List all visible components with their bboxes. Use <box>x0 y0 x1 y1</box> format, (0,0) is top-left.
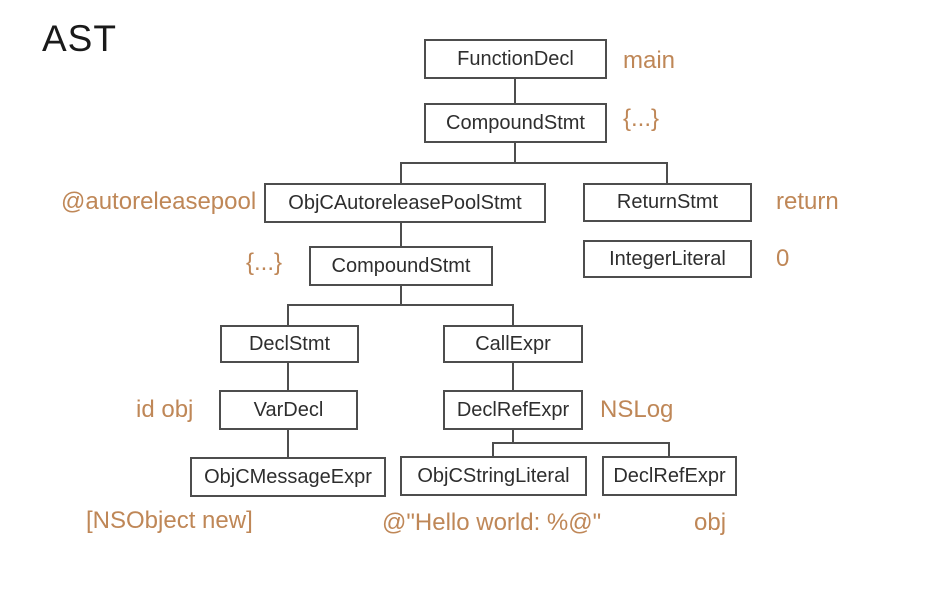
node-objcautoreleasepoolstmt-label: ObjCAutoreleasePoolStmt <box>288 191 522 214</box>
node-functiondecl: FunctionDecl <box>424 39 607 79</box>
node-returnstmt: ReturnStmt <box>583 183 752 222</box>
node-declstmt-label: DeclStmt <box>248 332 331 355</box>
annotation-id-obj: id obj <box>136 396 194 423</box>
connector-compoundstmt-stub <box>514 143 516 163</box>
annotation-autoreleasepool: @autoreleasepool <box>61 188 257 215</box>
node-declrefexpr-2: DeclRefExpr <box>602 456 737 496</box>
node-vardecl: VarDecl <box>219 390 358 430</box>
node-integerliteral: IntegerLiteral <box>583 240 752 278</box>
connector-drop-declrefexpr2 <box>668 442 670 456</box>
node-integerliteral-label: IntegerLiteral <box>609 247 726 270</box>
node-declrefexpr-2-label: DeclRefExpr <box>613 464 726 487</box>
node-functiondecl-label: FunctionDecl <box>457 47 574 70</box>
node-compoundstmt-2-label: CompoundStmt <box>331 254 471 277</box>
connector-declrefexpr-stub <box>512 430 514 443</box>
node-callexpr-label: CallExpr <box>475 332 551 355</box>
connector-compoundstmt2-stub <box>400 286 402 305</box>
connector-drop-autoreleasepool <box>400 162 402 183</box>
node-objcautoreleasepoolstmt: ObjCAutoreleasePoolStmt <box>264 183 546 223</box>
node-objcmessageexpr-label: ObjCMessageExpr <box>204 465 372 488</box>
connector-drop-declstmt <box>287 304 289 325</box>
annotation-hello-world: @"Hello world: %@" <box>382 509 602 536</box>
connector-autoreleasepool-compoundstmt2 <box>400 223 402 246</box>
node-objcmessageexpr: ObjCMessageExpr <box>190 457 386 497</box>
node-compoundstmt-1-label: CompoundStmt <box>446 111 585 134</box>
annotation-obj: obj <box>694 509 727 536</box>
node-declrefexpr-1: DeclRefExpr <box>443 390 583 430</box>
diagram-title: AST <box>42 18 117 59</box>
connector-drop-callexpr <box>512 304 514 325</box>
annotation-nslog: NSLog <box>600 396 674 423</box>
connector-branch-horizontal-2 <box>287 304 514 306</box>
connector-functiondecl-compoundstmt <box>514 79 516 103</box>
node-compoundstmt-2: CompoundStmt <box>309 246 493 286</box>
connector-declstmt-vardecl <box>287 363 289 390</box>
node-declrefexpr-1-label: DeclRefExpr <box>456 398 570 421</box>
connector-branch-horizontal-1 <box>400 162 668 164</box>
node-objcstringliteral-label: ObjCStringLiteral <box>417 464 570 487</box>
node-compoundstmt-1: CompoundStmt <box>424 103 607 143</box>
connector-callexpr-declrefexpr <box>512 363 514 390</box>
connector-drop-objcstringliteral <box>492 442 494 456</box>
connector-vardecl-objcmessageexpr <box>287 430 289 457</box>
annotation-main: main <box>623 47 676 74</box>
node-returnstmt-label: ReturnStmt <box>616 191 719 213</box>
connector-drop-returnstmt <box>666 162 668 183</box>
node-objcstringliteral: ObjCStringLiteral <box>400 456 587 496</box>
connector-branch-horizontal-3 <box>492 442 670 444</box>
annotation-return: return <box>776 188 839 215</box>
annotation-nsobject-new: [NSObject new] <box>86 507 253 534</box>
node-declstmt: DeclStmt <box>220 325 359 363</box>
node-vardecl-label: VarDecl <box>253 398 324 421</box>
node-callexpr: CallExpr <box>443 325 583 363</box>
annotation-zero: 0 <box>776 245 790 272</box>
annotation-braces-2: {...} <box>246 249 283 276</box>
annotation-braces-1: {...} <box>623 105 660 132</box>
